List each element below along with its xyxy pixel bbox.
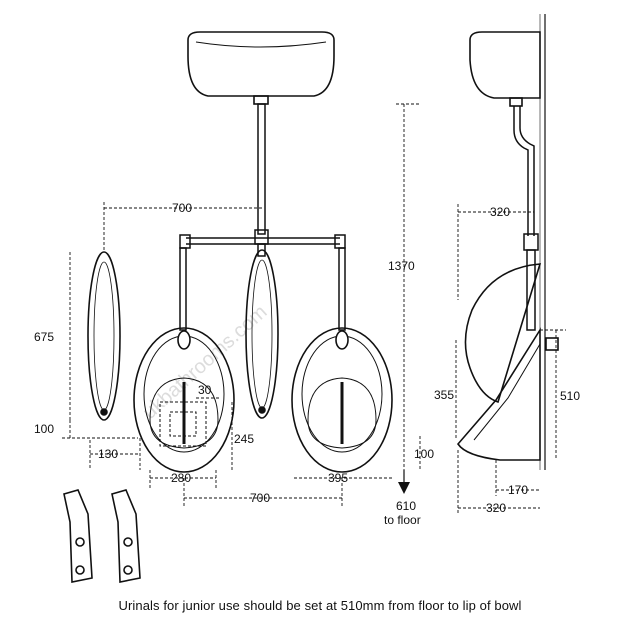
dim-100-mid: 100	[414, 447, 434, 461]
dim-30: 30	[198, 383, 212, 397]
side-urinal-body	[456, 263, 559, 461]
dim-510: 510	[560, 389, 580, 403]
front-side-urinal-middle	[245, 249, 279, 419]
dim-355: 355	[434, 388, 454, 402]
dim-395: 395	[328, 471, 348, 485]
front-flush-pipework	[179, 103, 346, 331]
side-flush-pipe	[513, 106, 539, 331]
front-side-urinal-left	[87, 251, 121, 421]
dim-130: 130	[98, 447, 118, 461]
front-outlet-detail	[159, 401, 207, 447]
side-cistern	[469, 31, 541, 107]
front-cistern	[187, 31, 335, 105]
dim-320-bottom: 320	[486, 501, 506, 515]
dim-1370: 1370	[388, 259, 415, 273]
dimension-lines	[62, 103, 566, 514]
dim-100-left: 100	[34, 422, 54, 436]
front-bowl-right	[291, 327, 393, 473]
dim-170: 170	[508, 483, 528, 497]
dim-280: 280	[171, 471, 191, 485]
dim-610: 610	[396, 499, 416, 513]
wall-brackets	[63, 489, 141, 583]
dim-700-bottom: 700	[250, 491, 270, 505]
watermark-text: ukbathrooms.com	[139, 301, 272, 424]
dim-675: 675	[34, 330, 54, 344]
dim-floor-label: to floor	[384, 513, 421, 527]
dimension-labels: 700 675 100 130 30 245 280 700 395 1370 …	[34, 201, 580, 527]
dim-245: 245	[234, 432, 254, 446]
floor-arrow	[398, 470, 410, 494]
dim-320-top: 320	[490, 205, 510, 219]
junior-use-caption: Urinals for junior use should be set at …	[118, 598, 522, 613]
dim-700-top: 700	[172, 201, 192, 215]
